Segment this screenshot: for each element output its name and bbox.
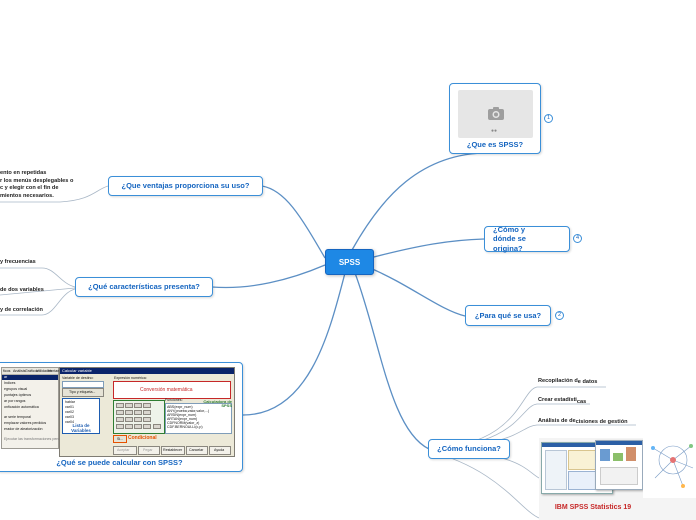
image-placeholder: ●●: [458, 90, 533, 138]
topic-badge[interactable]: 4: [573, 234, 582, 243]
topic-label: ¿Que es SPSS?: [466, 140, 524, 149]
calcular-variable-dialog: Calcular variable Variable de destino: E…: [59, 367, 235, 457]
topic-ventajas[interactable]: ¿Que ventajas proporciona su uso?: [108, 176, 263, 196]
central-topic[interactable]: SPSS: [325, 249, 374, 275]
link-ventajas: [261, 185, 326, 259]
ventajas-note: ento en repetidas r los menús desplegabl…: [0, 170, 74, 199]
camera-icon: [487, 107, 504, 120]
link-para-que: [369, 267, 466, 317]
image-pager-dots: ●●: [491, 128, 498, 134]
menu-screenshot: ficos Análisis Gráficos Utilidades Venta…: [1, 367, 70, 449]
link-como-funciona: [354, 272, 430, 450]
topic-que-se-puede-calcular[interactable]: ficos Análisis Gráficos Utilidades Venta…: [0, 362, 243, 472]
topic-label: ¿Qué se puede calcular con SPSS?: [56, 458, 183, 467]
diagram-panel: [643, 438, 696, 498]
link-que-es: [351, 152, 496, 251]
caracteristica-leaf[interactable]: y frecuencias: [0, 259, 36, 265]
link-calculadora: [242, 272, 346, 416]
topic-como-donde[interactable]: ¿Cómo y dónde se origina?: [484, 225, 570, 253]
topic-que-es-spss[interactable]: ●● ¿Que es SPSS?: [449, 83, 541, 154]
link-como-donde: [369, 238, 485, 259]
topic-como-funciona[interactable]: ¿Cómo funciona?: [428, 439, 510, 459]
image-caption: IBM SPSS Statistics 19: [554, 504, 632, 511]
caracteristica-leaf[interactable]: de dos variables: [0, 287, 44, 293]
subtopic-crear-estadisticas[interactable]: Crear estadísticas: [538, 397, 587, 405]
subtopic-recopilacion[interactable]: Recopilación de datos: [538, 378, 598, 385]
topic-caracteristicas[interactable]: ¿Qué características presenta?: [75, 277, 213, 297]
caracteristica-leaf[interactable]: y de correlación: [0, 307, 43, 313]
topic-para-que[interactable]: ¿Para qué se usa?: [465, 305, 551, 326]
screenshot-window: [595, 440, 643, 490]
topic-badge[interactable]: 1: [544, 114, 553, 123]
subtopic-analisis[interactable]: Análisis de decisiones de gestión: [538, 418, 628, 425]
topic-badge[interactable]: 2: [555, 311, 564, 320]
ibm-spss-image: IBM SPSS Statistics 19: [539, 438, 696, 520]
link-caracteristicas: [211, 264, 326, 289]
